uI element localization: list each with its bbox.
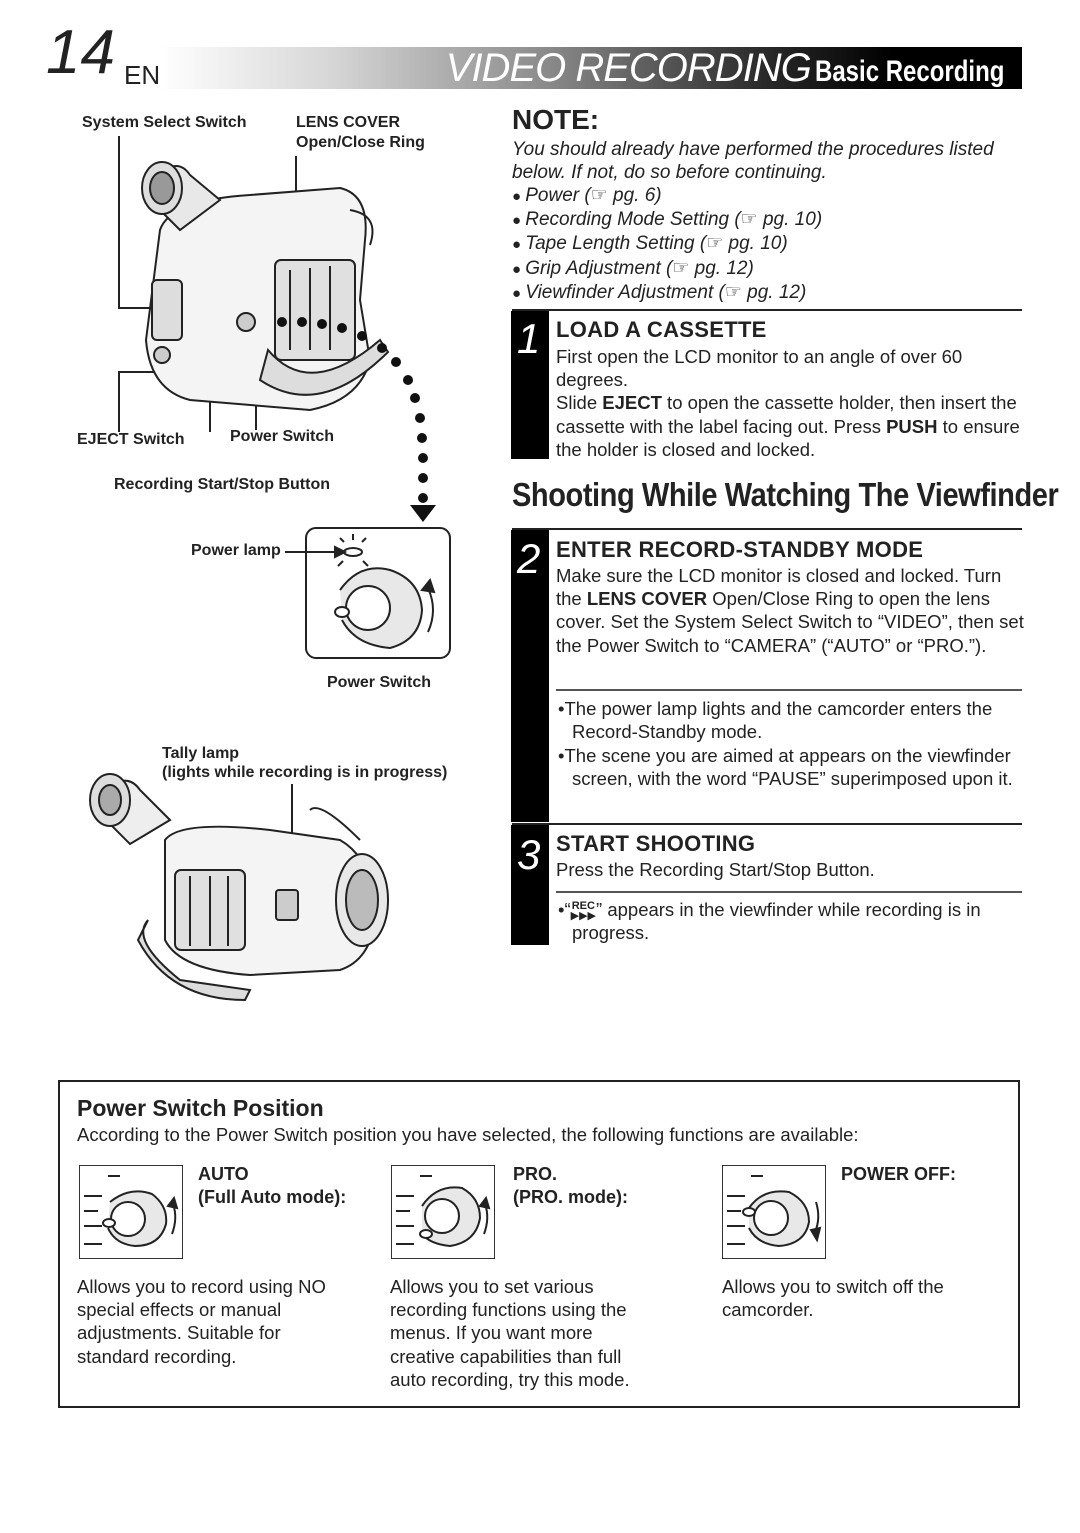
section-title: Shooting While Watching The Viewfinder [512,476,1059,513]
step1-text: First open the LCD monitor to an angle o… [556,345,1024,461]
note-intro: You should already have performed the pr… [512,139,994,183]
power-off-desc: Allows you to switch off the camcorder. [722,1276,944,1321]
note-list: Power (☞ pg. 6) Recording Mode Setting (… [512,184,822,305]
header-bar [160,47,1022,89]
power-box-intro: According to the Power Switch position y… [77,1124,859,1145]
power-switch-box [58,1080,1020,1408]
camcorder-illustration [89,136,451,1002]
step2-rule [512,528,1022,530]
label-open-close-ring: Open/Close Ring [296,134,425,151]
step2-divider [556,689,1022,691]
list-item: Grip Adjustment (☞ pg. 12) [512,257,822,281]
list-item: Viewfinder Adjustment (☞ pg. 12) [512,281,822,305]
step1-para2: Slide EJECT to open the cassette holder,… [556,392,1020,460]
power-off-switch-icon [722,1165,826,1259]
label-power-switch: Power Switch [230,428,335,445]
label-power-switch-detail: Power Switch [327,674,432,691]
header-title-main: VIDEO RECORDING [445,46,812,90]
list-item: Recording Mode Setting (☞ pg. 10) [512,208,822,232]
pro-desc: Allows you to set various recording func… [390,1276,630,1390]
step1-para1: First open the LCD monitor to an angle o… [556,346,963,391]
step3-heading: START SHOOTING [556,831,756,856]
power-off-label: POWER OFF: [841,1164,956,1184]
auto-switch-icon [79,1165,183,1259]
power-box-title: Power Switch Position [77,1095,324,1121]
step2-bullet-2: •The scene you are aimed at appears on t… [558,745,1013,790]
list-item: Tape Length Setting (☞ pg. 10) [512,232,822,256]
header-title-sub: Basic Recording [815,55,1005,88]
step3-bar [511,825,549,945]
label-eject-switch: EJECT Switch [77,431,185,448]
label-power-lamp: Power lamp [191,542,281,559]
pro-label: PRO.(PRO. mode): [513,1164,628,1207]
step1-number: 1 [517,315,541,362]
note-title: NOTE: [512,104,600,135]
step3-divider [556,891,1022,893]
label-tally-sub: (lights while recording is in progress) [162,764,448,781]
step2-heading: ENTER RECORD-STANDBY MODE [556,537,924,562]
page-language: EN [124,60,161,90]
auto-label: AUTO(Full Auto mode): [198,1164,347,1207]
header-title: VIDEO RECORDING Basic Recording [446,46,1022,90]
step3-text: Press the Recording Start/Stop Button. [556,859,875,880]
label-rec-button: Recording Start/Stop Button [114,476,330,493]
label-lens-cover: LENS COVER [296,114,401,131]
page-number: 14 [46,18,115,87]
step2-bullet-1: •The power lamp lights and the camcorder… [558,698,993,743]
step1-heading: LOAD A CASSETTE [556,317,767,342]
step2-number: 2 [517,535,541,582]
step2-bar [511,530,549,822]
rec-icon: REC▶▶▶ [570,900,597,923]
list-item: Power (☞ pg. 6) [512,184,822,208]
step2-text: Make sure the LCD monitor is closed and … [556,565,1024,656]
step3-bullet-1: •“REC▶▶▶” appears in the viewfinder whil… [558,899,981,944]
label-system-select: System Select Switch [82,114,247,131]
auto-desc: Allows you to record using NO special ef… [77,1276,326,1367]
step1-bar [511,311,549,459]
step1-rule [512,309,1022,311]
label-tally-lamp: Tally lamp [162,745,240,762]
step3-rule [512,823,1022,825]
step3-number: 3 [517,831,541,878]
pro-switch-icon [391,1165,495,1259]
